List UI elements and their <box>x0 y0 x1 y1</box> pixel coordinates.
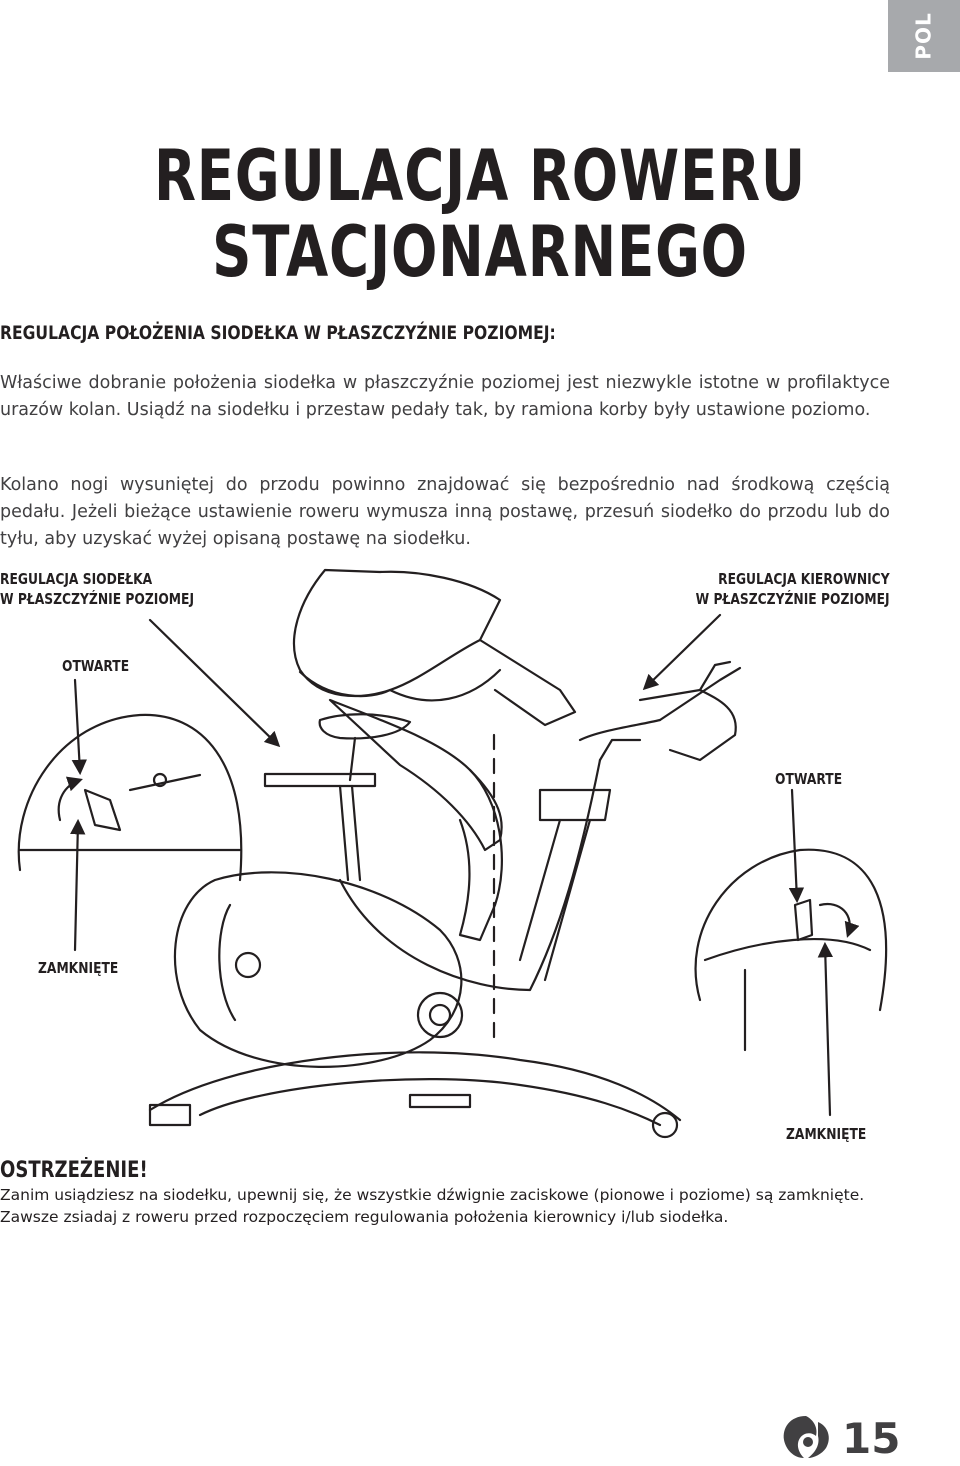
paragraph-2: Kolano nogi wysuniętej do przodu powinno… <box>0 475 890 549</box>
page-title: REGULACJA ROWERU STACJONARNEGO <box>106 138 855 290</box>
page-title-line-1: REGULACJA ROWERU <box>153 135 807 217</box>
flywheel-housing <box>173 871 464 1068</box>
page-title-line-2: STACJONARNEGO <box>212 211 748 293</box>
label-handlebar-adjust-line-1: REGULACJA KIEROWNICY <box>718 570 890 588</box>
label-seat-adjust-line-1: REGULACJA SIODEŁKA <box>0 570 153 588</box>
bike-frame <box>338 660 742 992</box>
arrow-closed-left <box>70 818 86 952</box>
label-handlebar-adjust-line-2: W PŁASZCZYŹNIE POZIOMEJ <box>695 590 890 608</box>
label-seat-adjust: REGULACJA SIODEŁKA W PŁASZCZYŹNIE POZIOM… <box>0 569 194 609</box>
label-open-right: OTWARTE <box>775 770 843 788</box>
brand-logo-icon <box>783 1416 829 1458</box>
handlebar-clamp-detail <box>694 848 888 1052</box>
arrow-seat <box>148 618 281 748</box>
page-number: 15 <box>842 1414 901 1463</box>
warning-title: OSTRZEŻENIE! <box>0 1158 148 1183</box>
warning-text: Zanim usiądziesz na siodełku, upewnij si… <box>0 1186 865 1226</box>
bike-illustration <box>17 568 888 1139</box>
arrow-open-left <box>71 678 88 776</box>
rider-figure <box>292 568 577 942</box>
paragraph-1: Właściwe dobranie położenia siodełka w p… <box>0 373 890 420</box>
label-seat-adjust-line-2: W PŁASZCZYŹNIE POZIOMEJ <box>0 590 195 608</box>
label-closed-right: ZAMKNIĘTE <box>786 1125 867 1143</box>
seat <box>263 713 412 882</box>
language-tab: POL <box>888 0 960 72</box>
label-handlebar-adjust: REGULACJA KIEROWNICY W PŁASZCZYŹNIE POZI… <box>696 569 890 609</box>
arrow-closed-right <box>817 941 834 1117</box>
arrow-bar <box>642 613 722 691</box>
bike-base <box>148 1051 682 1139</box>
section-heading: REGULACJA POŁOŻENIA SIODEŁKA W PŁASZCZYŹ… <box>0 322 556 344</box>
seat-clamp-detail <box>17 713 243 882</box>
label-open-left: OTWARTE <box>62 657 130 675</box>
arrow-open-right <box>788 788 805 904</box>
label-closed-left: ZAMKNIĘTE <box>38 959 119 977</box>
language-code: POL <box>912 12 936 60</box>
